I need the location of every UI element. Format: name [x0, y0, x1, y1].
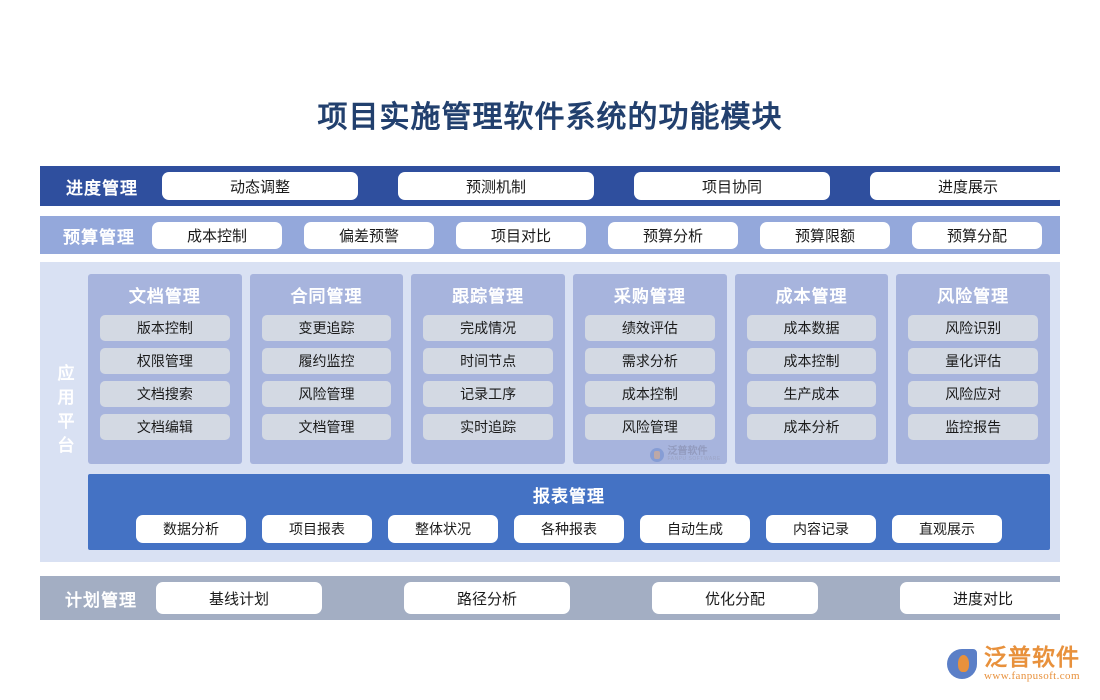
watermark-name: 泛普软件 [667, 446, 708, 457]
fanpu-logo: 泛普软件 www.fanpusoft.com [947, 644, 1080, 683]
column-cost-management: 成本管理 成本数据 成本控制 生产成本 成本分析 [734, 274, 889, 464]
application-platform-panel: 应用平台 文档管理 版本控制 权限管理 文档搜索 文档编辑 合同管理 变更追踪 … [40, 262, 1060, 562]
pill-report-3[interactable]: 各种报表 [514, 515, 624, 543]
pill-progress-2[interactable]: 项目协同 [634, 172, 830, 200]
platform-vertical-label: 应用平台 [54, 364, 74, 460]
row-budget-label: 预算管理 [63, 227, 135, 247]
column-contract-management: 合同管理 变更追踪 履约监控 风险管理 文档管理 [249, 274, 404, 464]
pill-plan-1[interactable]: 路径分析 [404, 582, 570, 614]
logo-company-name: 泛普软件 [984, 644, 1080, 670]
pill-budget-5[interactable]: 预算分配 [912, 221, 1042, 249]
pill-budget-4[interactable]: 预算限额 [760, 221, 890, 249]
module-columns: 文档管理 版本控制 权限管理 文档搜索 文档编辑 合同管理 变更追踪 履约监控 … [88, 274, 1051, 464]
pill-progress-1[interactable]: 预测机制 [398, 172, 594, 200]
column-4-item-0[interactable]: 成本数据 [746, 315, 877, 341]
pill-report-5[interactable]: 内容记录 [766, 515, 876, 543]
row-progress-label: 进度管理 [66, 178, 138, 198]
row-progress-items: 动态调整 预测机制 项目协同 进度展示 [158, 172, 1066, 200]
fanpu-watermark: 泛普软件 FANPU SOFTWARE [650, 447, 720, 462]
column-2-item-3[interactable]: 实时追踪 [423, 414, 554, 440]
column-3-item-2[interactable]: 成本控制 [585, 381, 715, 407]
column-title-2: 跟踪管理 [452, 287, 525, 306]
column-risk-management: 风险管理 风险识别 量化评估 风险应对 监控报告 [896, 274, 1051, 464]
logo-website-url: www.fanpusoft.com [984, 670, 1080, 683]
report-management-title: 报表管理 [533, 487, 605, 506]
column-2-item-1[interactable]: 时间节点 [423, 348, 554, 374]
pill-plan-0[interactable]: 基线计划 [156, 582, 322, 614]
pill-plan-3[interactable]: 进度对比 [900, 582, 1066, 614]
watermark-subtitle: FANPU SOFTWARE [667, 456, 721, 462]
column-5-item-2[interactable]: 风险应对 [908, 381, 1039, 407]
column-document-management: 文档管理 版本控制 权限管理 文档搜索 文档编辑 [88, 274, 242, 464]
column-title-3: 采购管理 [613, 287, 686, 306]
report-management-band: 报表管理 数据分析 项目报表 整体状况 各种报表 自动生成 内容记录 直观展示 [88, 474, 1050, 550]
column-4-item-2[interactable]: 生产成本 [746, 381, 877, 407]
pill-budget-0[interactable]: 成本控制 [152, 221, 282, 249]
column-5-item-1[interactable]: 量化评估 [908, 348, 1039, 374]
pill-budget-2[interactable]: 项目对比 [456, 221, 586, 249]
row-plan-management: 计划管理 基线计划 路径分析 优化分配 进度对比 [40, 576, 1066, 620]
pill-report-0[interactable]: 数据分析 [136, 515, 246, 543]
row-progress-management: 进度管理 动态调整 预测机制 项目协同 进度展示 [40, 166, 1066, 206]
column-title-4: 成本管理 [775, 287, 848, 306]
column-2-item-2[interactable]: 记录工序 [423, 381, 554, 407]
pill-budget-1[interactable]: 偏差预警 [304, 221, 434, 249]
report-management-items: 数据分析 项目报表 整体状况 各种报表 自动生成 内容记录 直观展示 [136, 515, 1002, 543]
column-title-5: 风险管理 [937, 287, 1010, 306]
row-plan-label: 计划管理 [65, 590, 137, 610]
pill-plan-2[interactable]: 优化分配 [652, 582, 818, 614]
fanpu-logo-icon [947, 648, 977, 679]
column-title-0: 文档管理 [128, 287, 201, 306]
watermark-logo-icon [650, 447, 665, 462]
column-4-item-1[interactable]: 成本控制 [746, 348, 877, 374]
column-1-item-1[interactable]: 履约监控 [261, 348, 392, 374]
column-0-item-2[interactable]: 文档搜索 [100, 381, 230, 407]
column-3-item-3[interactable]: 风险管理 [585, 414, 715, 440]
column-5-item-3[interactable]: 监控报告 [908, 414, 1039, 440]
page-title: 项目实施管理软件系统的功能模块 [317, 101, 783, 134]
column-2-item-0[interactable]: 完成情况 [423, 315, 554, 341]
column-1-item-0[interactable]: 变更追踪 [261, 315, 392, 341]
column-1-item-3[interactable]: 文档管理 [261, 414, 392, 440]
pill-progress-0[interactable]: 动态调整 [162, 172, 358, 200]
column-title-1: 合同管理 [290, 287, 363, 306]
column-3-item-1[interactable]: 需求分析 [585, 348, 715, 374]
column-0-item-1[interactable]: 权限管理 [100, 348, 230, 374]
column-tracking-management: 跟踪管理 完成情况 时间节点 记录工序 实时追踪 [411, 274, 566, 464]
pill-progress-3[interactable]: 进度展示 [870, 172, 1066, 200]
pill-report-4[interactable]: 自动生成 [640, 515, 750, 543]
column-1-item-2[interactable]: 风险管理 [261, 381, 392, 407]
column-3-item-0[interactable]: 绩效评估 [585, 315, 715, 341]
column-5-item-0[interactable]: 风险识别 [908, 315, 1039, 341]
pill-budget-3[interactable]: 预算分析 [608, 221, 738, 249]
row-budget-items: 成本控制 偏差预警 项目对比 预算分析 预算限额 预算分配 [152, 221, 1054, 249]
row-budget-management: 预算管理 成本控制 偏差预警 项目对比 预算分析 预算限额 预算分配 [40, 216, 1060, 254]
pill-report-6[interactable]: 直观展示 [892, 515, 1002, 543]
column-4-item-3[interactable]: 成本分析 [746, 414, 877, 440]
column-0-item-0[interactable]: 版本控制 [100, 315, 230, 341]
column-0-item-3[interactable]: 文档编辑 [100, 414, 230, 440]
row-plan-items: 基线计划 路径分析 优化分配 进度对比 [156, 582, 1066, 614]
column-procurement-management: 采购管理 绩效评估 需求分析 成本控制 风险管理 泛普软件 FANPU SOFT… [573, 274, 727, 464]
pill-report-1[interactable]: 项目报表 [262, 515, 372, 543]
pill-report-2[interactable]: 整体状况 [388, 515, 498, 543]
